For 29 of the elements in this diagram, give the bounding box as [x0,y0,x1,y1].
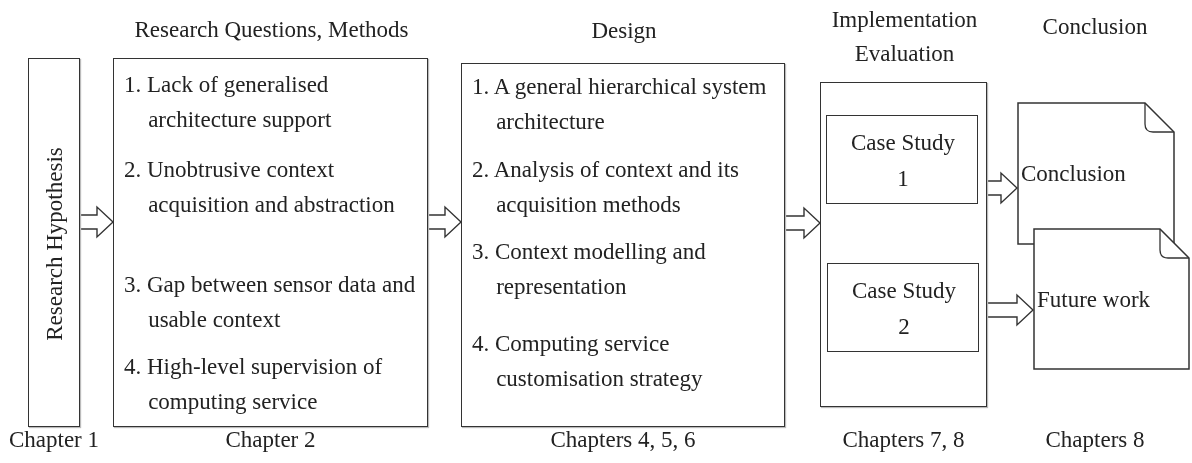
box-text: Research Hypothesis [42,146,68,341]
list-item: 2. Analysis of context and its acquisition methods [472,156,741,219]
box-text: Case Study 2 [850,277,958,341]
case-study-box [826,115,978,204]
list-item: 1. A general hierarchical system architecture [472,73,768,136]
block-arrow [784,206,822,240]
document-text: Future work [1037,286,1151,314]
block-arrow [986,293,1035,327]
chapter-label: Chapters 7, 8 [841,427,966,453]
chapter-label: Chapter 1 [7,427,101,453]
list-item: 4. Computing service customisation strategy [472,330,704,393]
block-arrow [427,205,463,239]
column-heading: Conclusion [1041,14,1149,40]
list-item: 4. High-level supervision of computing service [124,353,384,416]
list-item: 1. Lack of generalised architecture support [124,71,333,134]
list-item: 3. Gap between sensor data and usable context [124,271,417,334]
chapter-label: Chapters 8 [1044,427,1146,453]
list-item: 2. Unobtrusive context acquisition and abstraction [124,156,396,219]
case-study-box [827,263,979,352]
box-text: Case Study 1 [849,129,957,193]
hypothesis-box [28,58,80,427]
chapter-label: Chapter 2 [224,427,317,453]
block-arrow [79,205,115,239]
column-heading: Implementation Evaluation [830,6,979,68]
document-text: Conclusion [1021,160,1126,188]
column-heading: Research Questions, Methods [133,16,410,44]
chapter-label: Chapters 4, 5, 6 [549,427,697,453]
block-arrow [986,171,1019,205]
list-item: 3. Context modelling and representation [472,238,707,301]
